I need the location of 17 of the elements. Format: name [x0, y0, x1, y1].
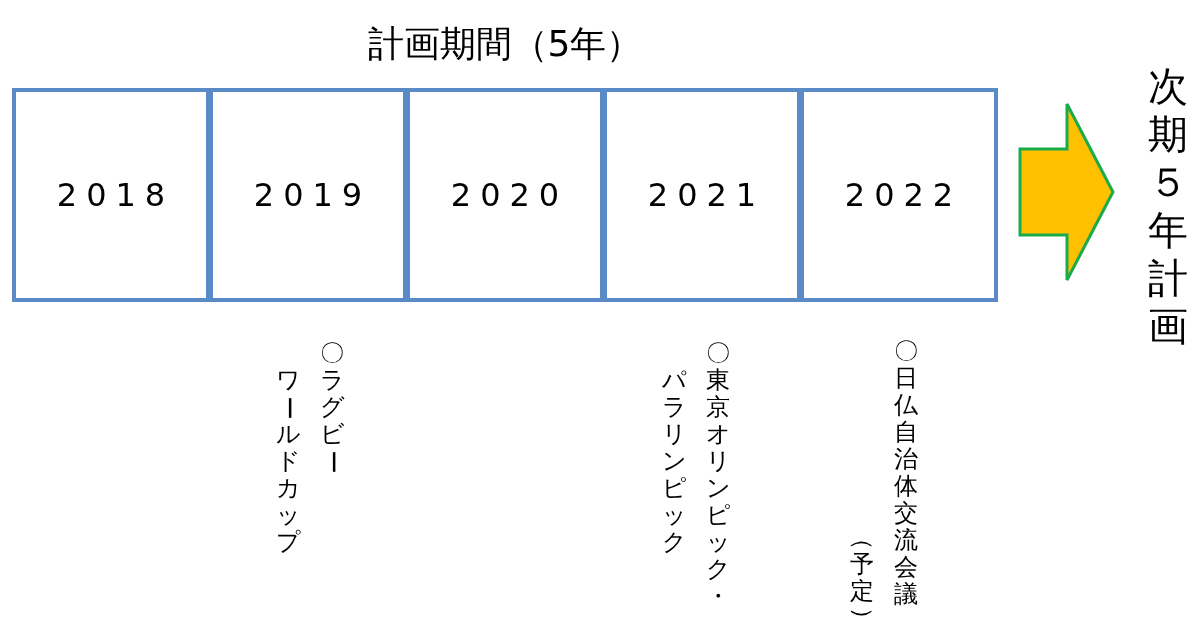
event-note: パラリンピック: [660, 367, 688, 556]
block-arrow: [1018, 102, 1115, 282]
year-label: 2021: [646, 176, 766, 214]
year-label: 2022: [843, 176, 963, 214]
event-note: 〇日仏自治体交流会議（予定）: [847, 338, 919, 632]
year-box: [800, 88, 998, 302]
year-label: 2018: [55, 176, 175, 214]
event-note: 〇ラグビーワールドカップ: [273, 340, 348, 556]
title: 計画期間（5年）: [366, 22, 644, 66]
event-note: 〇東京オリンピック・: [704, 340, 732, 610]
year-box: [12, 88, 210, 302]
plan-label: 次期５年計画: [1140, 62, 1196, 350]
year-box: [406, 88, 604, 302]
year-box: [603, 88, 801, 302]
year-label: 2019: [252, 176, 372, 214]
year-box: [209, 88, 407, 302]
year-label: 2020: [449, 176, 569, 214]
